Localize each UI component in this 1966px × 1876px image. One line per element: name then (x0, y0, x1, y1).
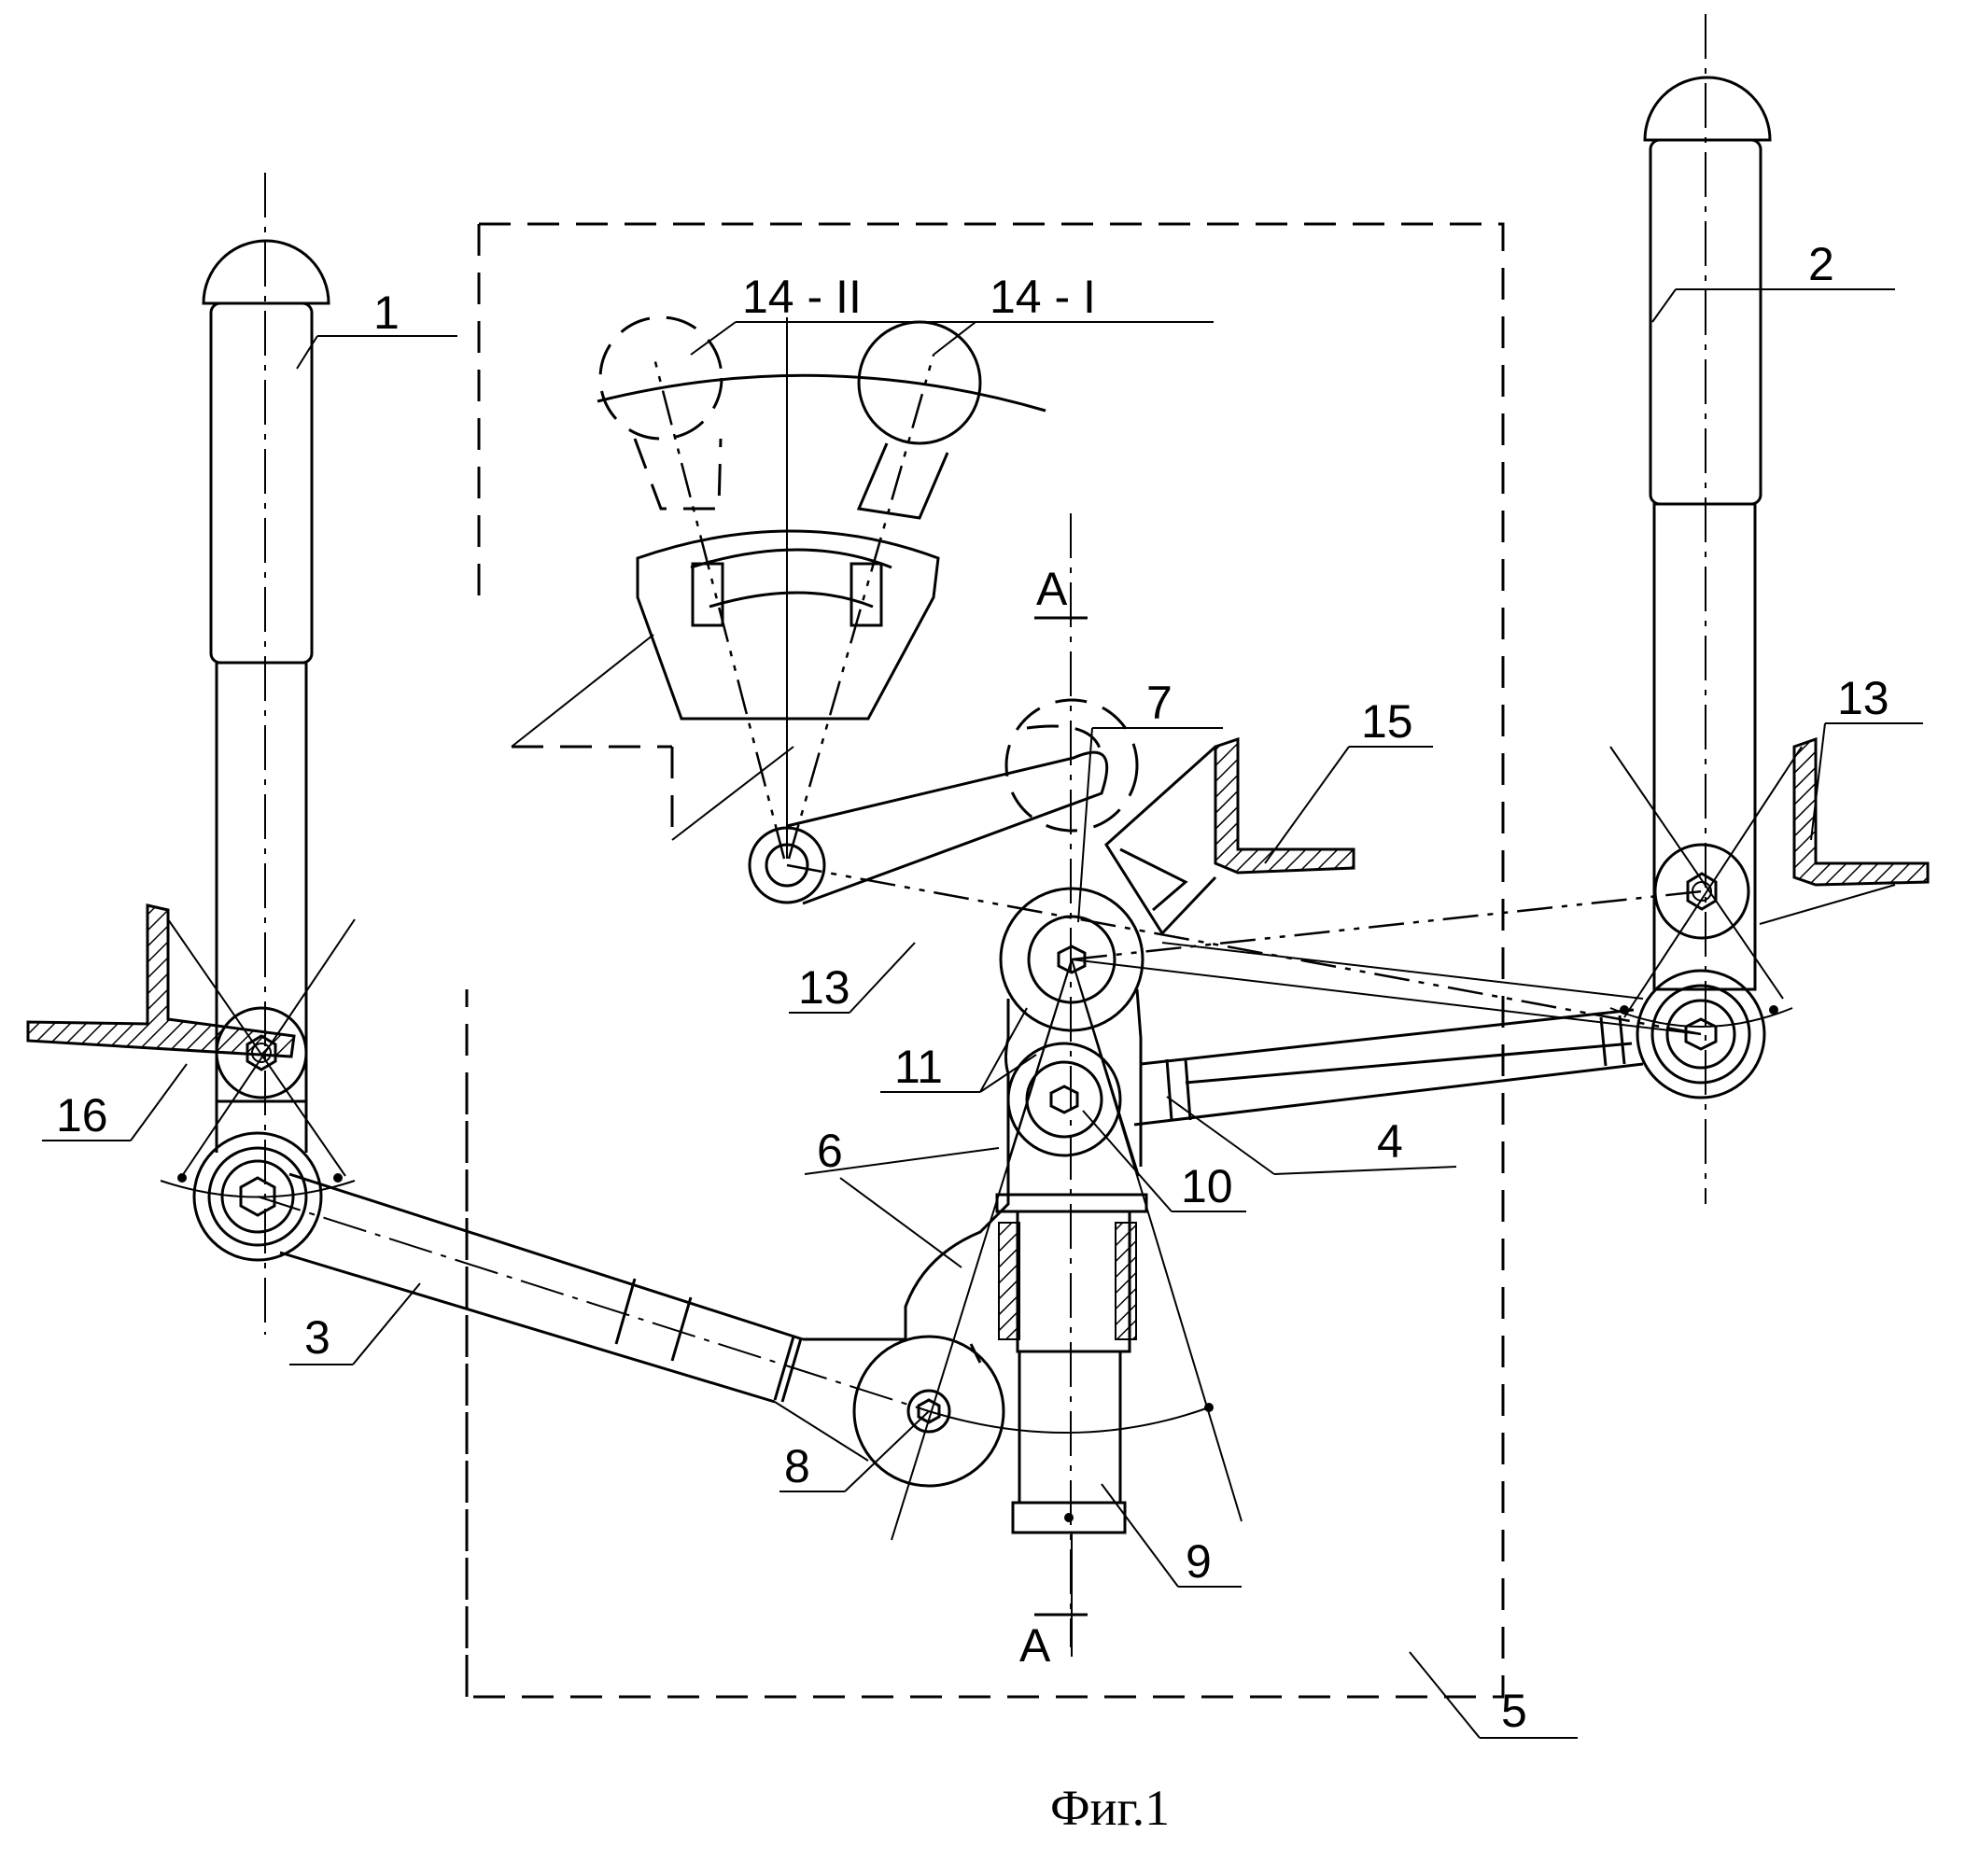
section-mark-bottom: A (1019, 1619, 1051, 1672)
label-14-i: 14 - I (990, 271, 1096, 323)
label-4: 4 (1377, 1115, 1403, 1168)
label-7: 7 (1146, 677, 1173, 729)
labels: 1 2 3 4 5 6 7 8 9 10 11 13 13 14 - I 14 … (56, 238, 1889, 1836)
label-5: 5 (1501, 1685, 1527, 1737)
label-8: 8 (784, 1440, 810, 1492)
label-1: 1 (373, 287, 400, 339)
center-column (852, 513, 1243, 1657)
label-3: 3 (304, 1311, 330, 1364)
label-13-right: 13 (1837, 672, 1889, 724)
bracket-13-right (1759, 736, 1930, 925)
bracket-15 (1104, 736, 1355, 936)
label-15: 15 (1361, 695, 1413, 748)
housing-outline (465, 222, 1505, 1699)
lever-2 (1609, 14, 1803, 1204)
label-6: 6 (817, 1125, 843, 1177)
figure-caption: Фиг.1 (1050, 1780, 1170, 1836)
label-9: 9 (1186, 1535, 1212, 1588)
section-mark-top: A (1036, 563, 1068, 615)
rod-4 (786, 863, 1703, 1127)
rod-3 (257, 1172, 930, 1462)
label-13-center: 13 (798, 961, 850, 1014)
shift-sector (511, 315, 1139, 905)
bracket-16 (26, 903, 296, 1058)
label-10: 10 (1181, 1160, 1233, 1212)
lever-1 (160, 173, 356, 1335)
leader-lines (42, 288, 1923, 1739)
label-11: 11 (894, 1041, 943, 1093)
label-2: 2 (1808, 238, 1834, 290)
label-16: 16 (56, 1089, 108, 1141)
label-14-ii: 14 - II (742, 271, 862, 323)
